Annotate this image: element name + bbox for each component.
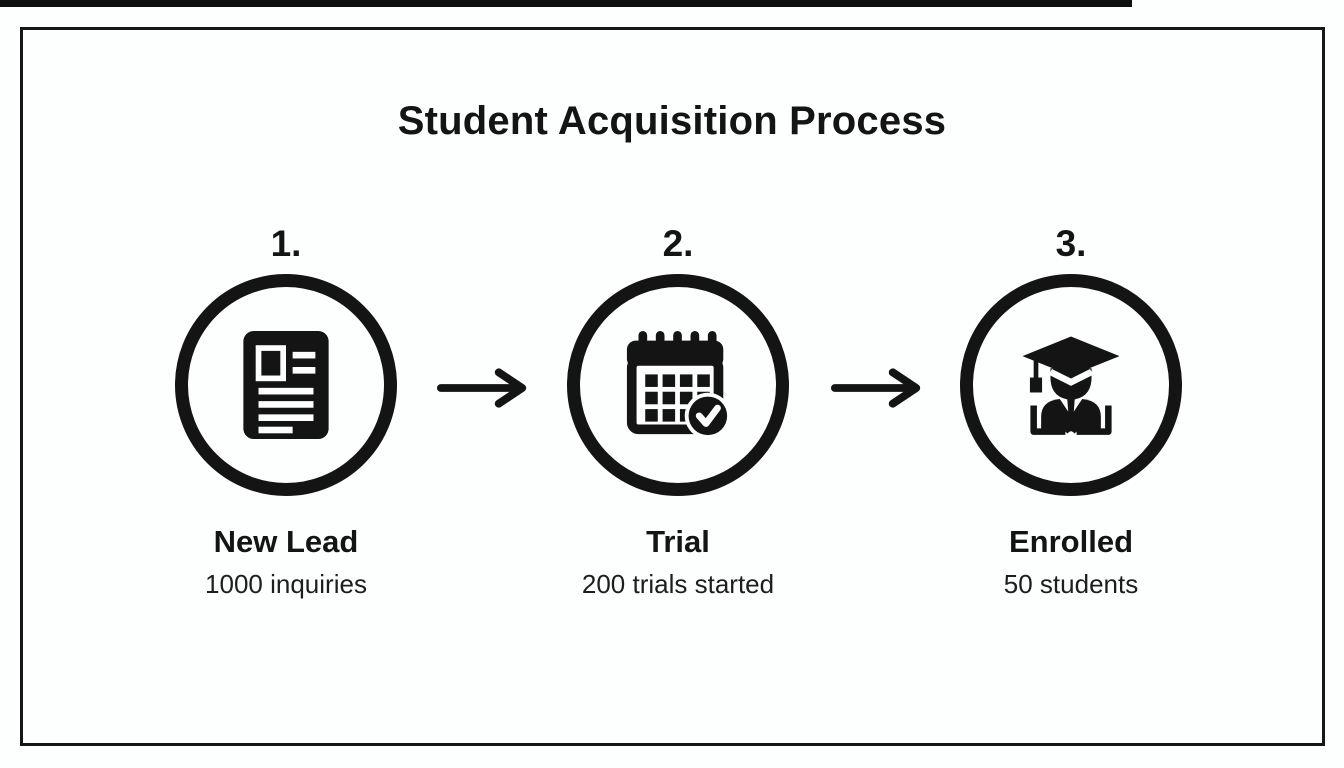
step-circle — [175, 274, 397, 496]
document-icon — [243, 331, 329, 439]
step-subtitle: 200 trials started — [581, 569, 775, 599]
step-number: 1. — [270, 223, 302, 264]
step-title: Trial — [646, 524, 710, 559]
step-subtitle: 1000 inquiries — [205, 569, 367, 599]
arrow-right-icon — [436, 368, 527, 408]
step-circle — [567, 274, 789, 496]
graduate-student-icon — [1022, 336, 1120, 435]
step-trial: 2. — [518, 222, 838, 600]
step-enrolled: 3. Enrolled 50 students — [911, 222, 1231, 600]
step-number: 3. — [1055, 223, 1087, 264]
diagram-frame — [20, 27, 1325, 746]
step-subtitle: 50 students — [1003, 569, 1139, 599]
step-new-lead: 1. New Lead 1000 inquiries — [126, 222, 446, 600]
step-circle — [960, 274, 1182, 496]
step-number: 2. — [662, 223, 694, 264]
step-title: New Lead — [213, 524, 359, 559]
arrow-right-icon — [830, 368, 921, 408]
step-title: Enrolled — [1008, 524, 1133, 559]
calendar-check-icon — [626, 331, 731, 439]
top-edge-bar — [0, 0, 1132, 7]
page-title: Student Acquisition Process — [397, 99, 947, 143]
